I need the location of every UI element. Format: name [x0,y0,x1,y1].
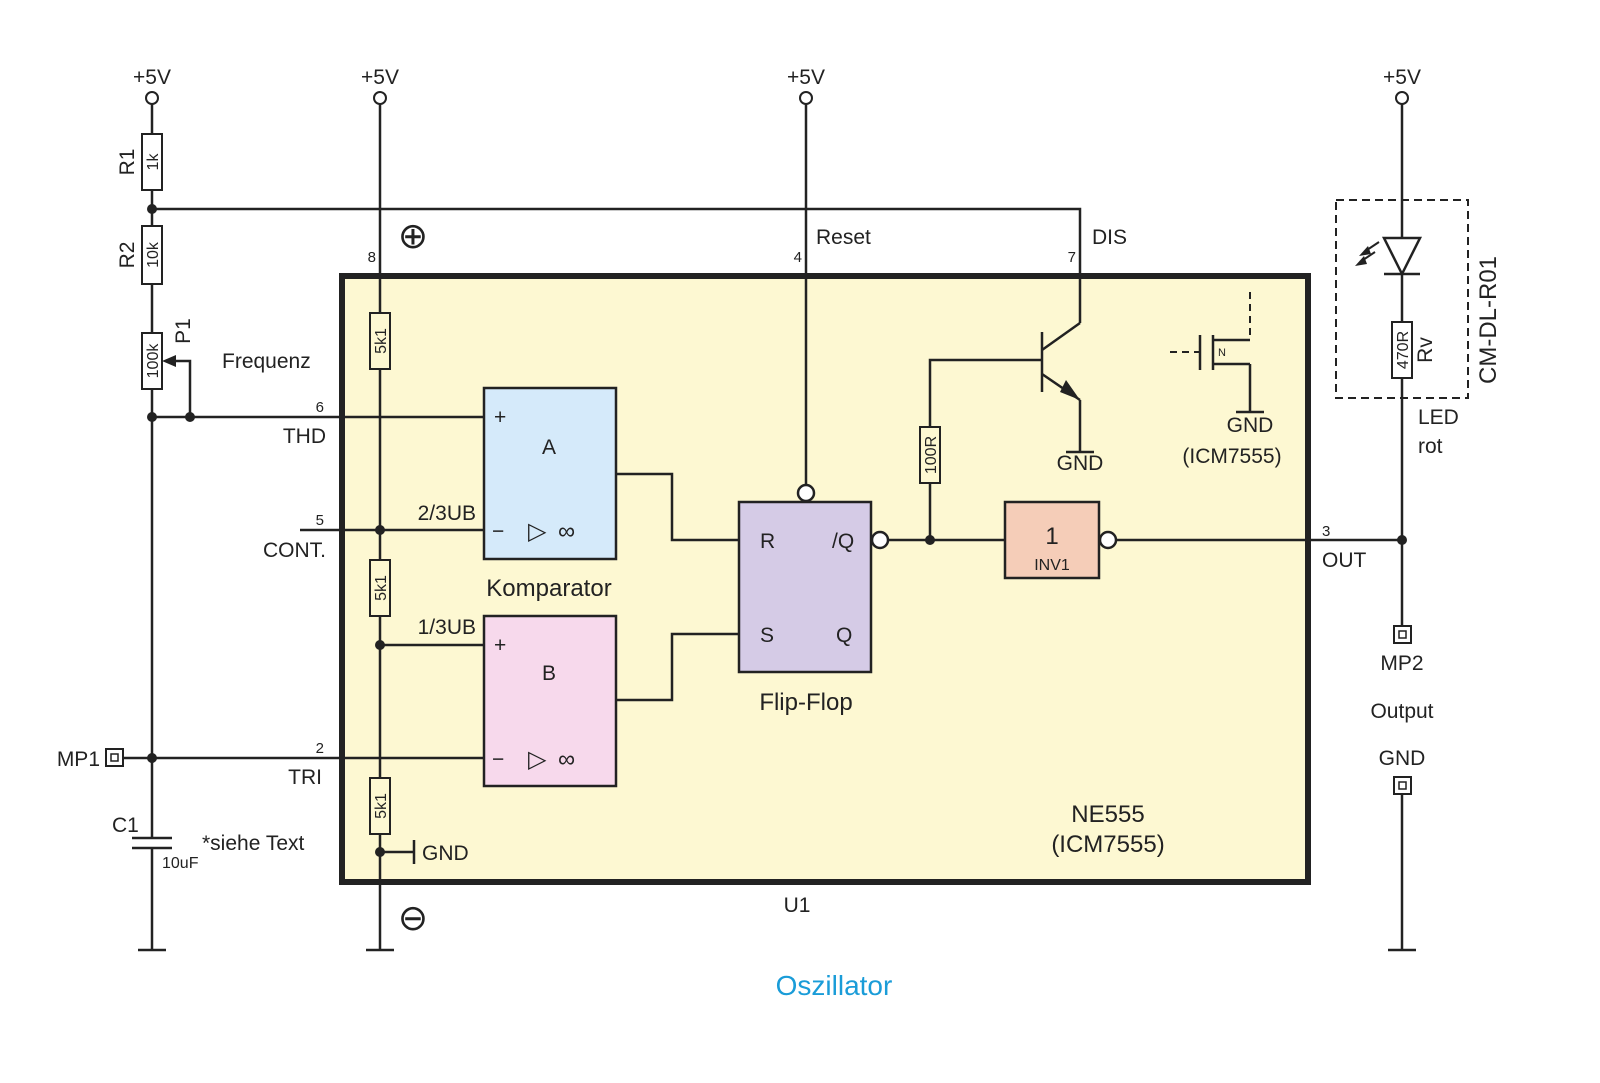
inverter-name: INV1 [1034,557,1070,574]
comparator-b-plus: + [494,634,506,657]
comparator-a-minus: − [492,520,504,543]
divider-resistor-mid-value: 5k1 [373,575,390,601]
komparator-label: Komparator [486,575,611,602]
node-1-3ub [375,640,385,650]
supply-label-2: +5V [361,66,399,89]
led-module-name: CM-DL-R01 [1475,256,1502,384]
comparator-a: + − A ▷ ∞ [482,386,618,561]
left-rail: +5V 1k R1 10k R2 100k P1 Frequenz C1 10u… [57,66,311,952]
supply-label-4: +5V [1383,66,1421,89]
divider-resistor-bottom-value: 5k1 [373,793,390,819]
plus-symbol: ⊕ [398,215,428,256]
led-diode [1381,236,1423,277]
minus-symbol: ⊖ [398,897,428,938]
frequenz-label: Frequenz [222,350,311,373]
comparator-b-minus: − [492,748,504,771]
resistor-r2-value: 10k [145,241,162,268]
comparator-b-triangle: ▷ [528,746,547,773]
resistor-rv-name: Rv [1414,337,1437,363]
pin-cont-number: 5 [316,512,324,529]
supply-label-3: +5V [787,66,825,89]
resistor-r1-value: 1k [145,153,162,171]
mosfet-channel: N [1218,347,1226,359]
inverter-bubble [1098,530,1118,550]
capacitor-c1-name: C1 [112,814,139,837]
supply-terminal-2 [373,91,387,105]
ic-ref: U1 [784,894,811,917]
flipflop-label: Flip-Flop [759,689,852,716]
capacitor-c1-value: 10uF [162,855,199,872]
testpoint-mp2 [1393,625,1412,644]
resistor-100r-value: 100R [923,436,940,474]
node-nq [925,535,935,545]
voltage-divider: +5V 8 ⊕ 5k1 5k1 5k1 GND ⊖ 2/3UB 1/3UB [361,66,476,952]
inverter: 1 INV1 [1003,500,1118,580]
flipflop-q: Q [836,624,852,647]
comparator-b-infinity: ∞ [558,746,575,773]
pin-out-number: 3 [1322,523,1330,540]
testpoint-mp2-label: MP2 [1380,652,1423,675]
pin-dis-name: DIS [1092,226,1127,249]
potentiometer-p1-value: 100k [145,343,162,379]
comparator-a-infinity: ∞ [558,518,575,545]
mosfet-symbol: N GND (ICM7555) [1170,292,1282,468]
comparator-b: + − B ▷ ∞ [482,614,618,788]
pin-out-name: OUT [1322,549,1367,572]
mosfet-gnd-label: GND [1227,414,1274,437]
pin-thd-name: THD [283,425,326,448]
supply-label-1: +5V [133,66,171,89]
comparator-b-label: B [542,662,556,685]
wiper-arrow [162,355,176,367]
mosfet-note: (ICM7555) [1182,445,1281,468]
testpoint-gnd-label: GND [1379,747,1426,770]
comparator-a-triangle: ▷ [528,518,547,545]
pin-thd-number: 6 [316,399,324,416]
comparator-a-label: A [542,436,556,459]
supply-terminal-1 [145,91,159,105]
ref-lower-label: 1/3UB [418,616,476,639]
capacitor-c1-note: *siehe Text [202,832,305,855]
led-label-2: rot [1418,435,1443,458]
led-module: +5V 470R Rv CM-DL-R01 LED rot [1335,66,1502,626]
node-out [1397,535,1407,545]
ic-name: NE555 [1071,801,1144,828]
testpoint-output-label: Output [1370,700,1433,723]
resistor-r2-name: R2 [116,242,139,269]
flipflop-r: R [760,530,775,553]
node-2-3ub [375,525,385,535]
diagram-caption: Oszillator [776,970,893,1001]
ic-alt: (ICM7555) [1051,831,1164,858]
pin-cont-name: CONT. [263,539,326,562]
flipflop-nq-bubble [870,530,890,550]
pin-reset-number: 4 [794,249,802,266]
flipflop-reset-bubble [796,483,816,503]
testpoint-gnd [1393,776,1412,795]
internal-gnd-label: GND [422,842,469,865]
transistor-gnd-label: GND [1057,452,1104,475]
discharge-transistor: GND [928,321,1104,475]
divider-resistor-top-value: 5k1 [373,328,390,354]
resistor-r1-name: R1 [116,149,139,176]
flip-flop: R /Q S Q [737,483,890,674]
pin-tri-number: 2 [316,740,324,757]
testpoint-mp1 [105,748,124,767]
led-label-1: LED [1418,406,1459,429]
comparator-a-plus: + [494,406,506,429]
flipflop-s: S [760,624,774,647]
flipflop-nq: /Q [832,530,854,553]
resistor-rv-value: 470R [1395,331,1412,369]
pin-dis-number: 7 [1068,249,1076,266]
supply-terminal-3 [799,91,813,105]
potentiometer-p1-name: P1 [172,318,195,344]
inverter-symbol: 1 [1045,523,1058,550]
ref-upper-label: 2/3UB [418,502,476,525]
pin-tri-name: TRI [288,766,322,789]
testpoint-mp1-label: MP1 [57,748,100,771]
supply-terminal-4 [1395,91,1409,105]
pin-vcc-number: 8 [368,249,376,266]
pin-reset-name: Reset [816,226,871,249]
